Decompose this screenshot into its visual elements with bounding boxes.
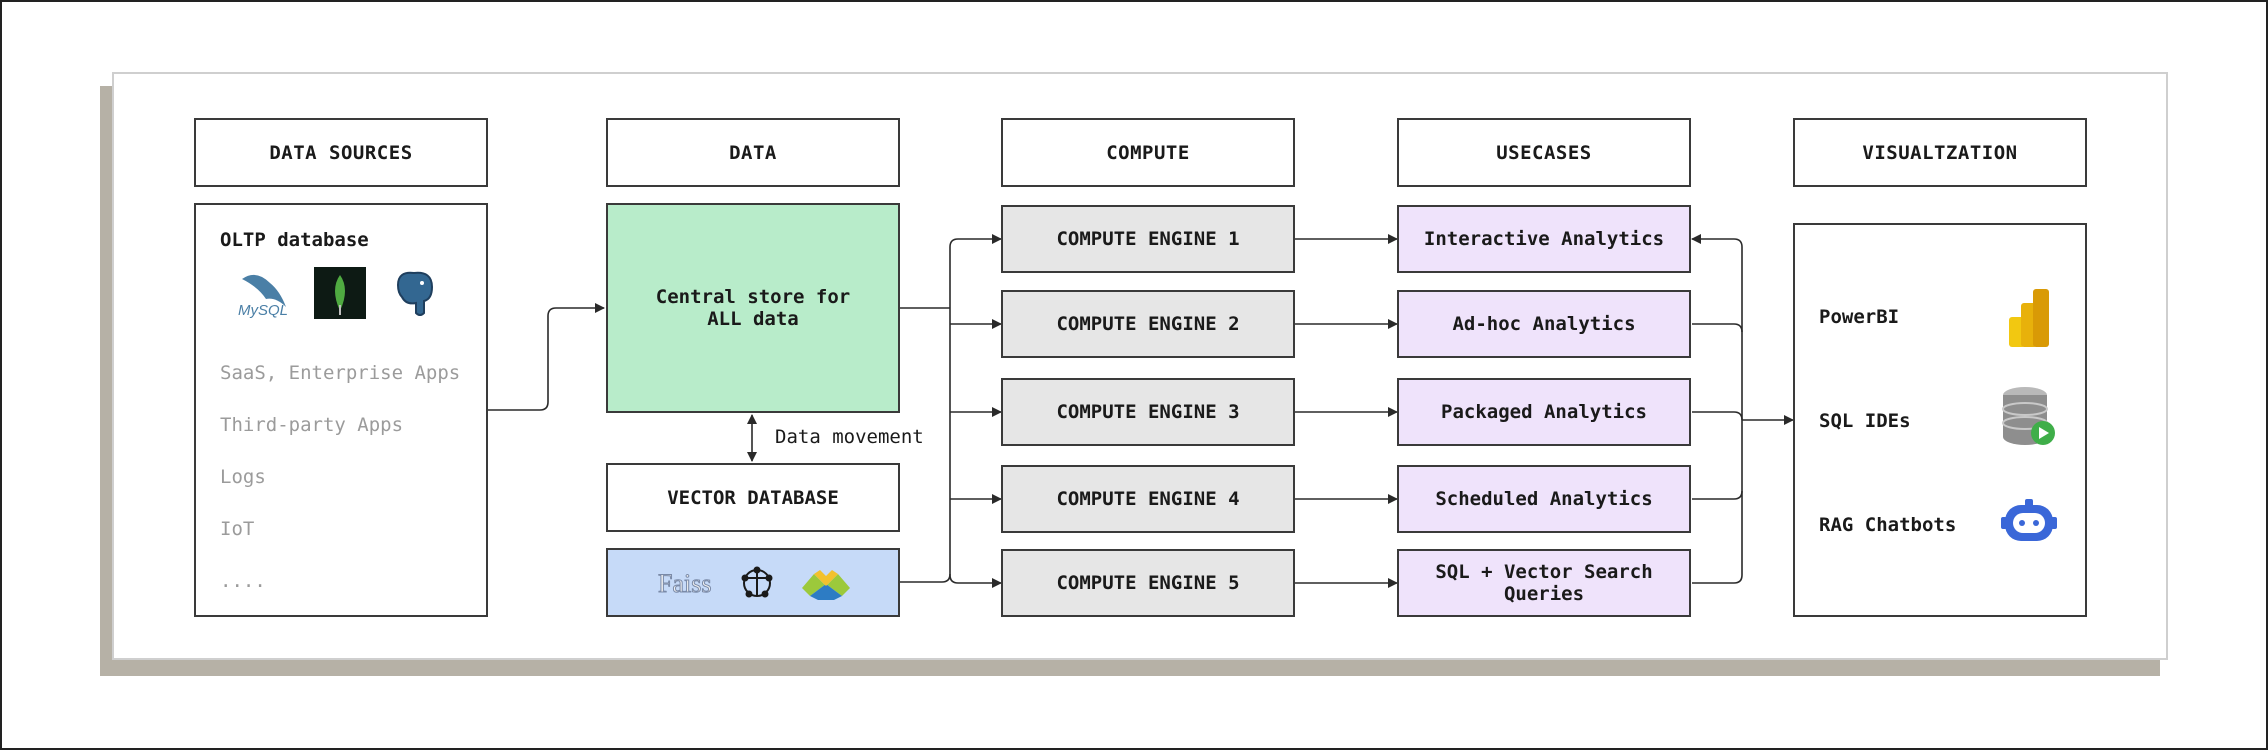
mongodb-logo [314, 267, 366, 319]
usecase-scheduled-analytics: Scheduled Analytics [1397, 465, 1691, 533]
header-compute: COMPUTE [1001, 118, 1295, 187]
compute-engine-2-label: COMPUTE ENGINE 2 [1056, 313, 1240, 335]
usecase-adhoc-analytics: Ad-hoc Analytics [1397, 290, 1691, 358]
chatbot-icon [2001, 497, 2057, 547]
vector-database-box: VECTOR DATABASE [606, 463, 900, 532]
usecase-scheduled-analytics-label: Scheduled Analytics [1435, 488, 1653, 510]
arrow-sources-to-central [488, 303, 605, 411]
central-store-line2: ALL data [707, 308, 799, 330]
viz-sql-ides-label: SQL IDEs [1819, 410, 1911, 432]
header-data-sources: DATA SOURCES [194, 118, 488, 187]
header-usecases-label: USECASES [1496, 141, 1592, 164]
mysql-logo: MySQL [236, 267, 292, 319]
compute-engine-3-label: COMPUTE ENGINE 3 [1056, 401, 1240, 423]
viz-rag-chatbots-label: RAG Chatbots [1819, 514, 1957, 536]
compute-engine-3: COMPUTE ENGINE 3 [1001, 378, 1295, 446]
postgresql-logo [388, 267, 440, 319]
compute-engine-1: COMPUTE ENGINE 1 [1001, 205, 1295, 273]
header-usecases: USECASES [1397, 118, 1691, 187]
arrow-to-engine-5 [949, 574, 1002, 588]
usecase-sql-vector-line2: Queries [1503, 583, 1585, 605]
compute-engine-1-label: COMPUTE ENGINE 1 [1056, 228, 1240, 250]
compute-engine-5: COMPUTE ENGINE 5 [1001, 549, 1295, 617]
compute-engine-5-label: COMPUTE ENGINE 5 [1056, 572, 1240, 594]
arrow-vectorlogos-to-trunk [900, 573, 951, 583]
faiss-logo: Faiss [656, 564, 718, 602]
source-iot: IoT [220, 518, 255, 540]
usecase-adhoc-analytics-label: Ad-hoc Analytics [1452, 313, 1636, 335]
usecase-packaged-analytics: Packaged Analytics [1397, 378, 1691, 446]
header-visualization-label: VISUALTZATION [1862, 141, 2018, 164]
usecase-interactive-analytics-label: Interactive Analytics [1423, 228, 1665, 250]
header-compute-label: COMPUTE [1106, 141, 1190, 164]
compute-engine-4: COMPUTE ENGINE 4 [1001, 465, 1295, 533]
weaviate-logo [798, 566, 854, 600]
source-saas-apps: SaaS, Enterprise Apps [220, 362, 461, 384]
pinecone-logo [738, 564, 776, 602]
faiss-logo-text: Faiss [658, 569, 711, 598]
source-logs: Logs [220, 466, 266, 488]
viz-powerbi-label: PowerBI [1819, 306, 1900, 328]
usecase-packaged-analytics-label: Packaged Analytics [1441, 401, 1647, 423]
powerbi-icon [2005, 287, 2055, 349]
usecase-sql-vector-line1: SQL + Vector Search [1435, 561, 1653, 583]
oltp-database-title: OLTP database [220, 229, 369, 251]
mysql-logo-text: MySQL [238, 302, 288, 319]
header-data: DATA [606, 118, 900, 187]
data-sources-box: OLTP database MySQL SaaS, Enterprise App… [194, 203, 488, 617]
vector-database-label: VECTOR DATABASE [667, 486, 839, 509]
arrow-usecase3-join [1692, 411, 1743, 421]
compute-engine-2: COMPUTE ENGINE 2 [1001, 290, 1295, 358]
arrow-usecase4-join [1692, 490, 1743, 500]
header-data-label: DATA [729, 141, 777, 164]
database-run-icon [1999, 385, 2059, 451]
arrow-usecase2-join [1692, 323, 1743, 333]
source-third-party-apps: Third-party Apps [220, 414, 404, 436]
vector-logos-box: Faiss [606, 548, 900, 617]
arrow-usecase5-join [1692, 420, 1743, 584]
visualization-box: PowerBI SQL IDEs RAG Chatbots [1793, 223, 2087, 617]
header-visualization: VISUALTZATION [1793, 118, 2087, 187]
header-data-sources-label: DATA SOURCES [269, 141, 413, 164]
usecase-sql-vector-search: SQL + Vector Search Queries [1397, 549, 1691, 617]
arrow-to-engine-1 [949, 234, 1002, 248]
usecase-interactive-analytics: Interactive Analytics [1397, 205, 1691, 273]
data-movement-label: Data movement [775, 426, 924, 448]
central-store-line1: Central store for [655, 286, 851, 308]
compute-engine-4-label: COMPUTE ENGINE 4 [1056, 488, 1240, 510]
central-store-box: Central store for ALL data [606, 203, 900, 413]
source-more: .... [220, 570, 266, 592]
arrow-viz-to-usecase1 [1691, 234, 1743, 420]
